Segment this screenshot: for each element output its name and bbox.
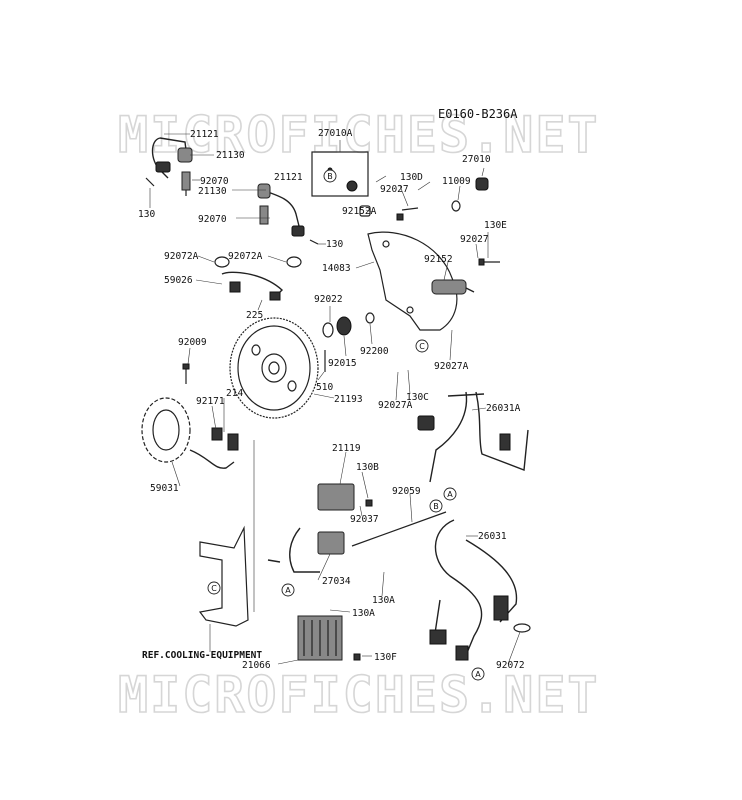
part-label: 92152 — [424, 254, 453, 265]
rod-92059 — [351, 511, 447, 547]
part-label: 92037 — [350, 514, 379, 525]
part-label: 130C — [406, 392, 429, 403]
part-label: 92070 — [200, 176, 229, 187]
ref-markers: B C A B C A A — [207, 169, 485, 681]
svg-text:A: A — [475, 670, 481, 679]
part-label: 21121 — [274, 172, 303, 183]
ref-marker: B — [429, 499, 443, 513]
part-label: 21130 — [198, 186, 227, 197]
part-label: 26031 — [478, 531, 507, 542]
part-label: 92027A — [434, 361, 469, 372]
part-label: 92015 — [328, 358, 357, 369]
ref-marker: A — [281, 583, 295, 597]
ref-note: REF.COOLING-EQUIPMENT — [142, 650, 262, 661]
part-label: 92009 — [178, 337, 207, 348]
switch-right — [451, 177, 489, 212]
part-label: 130F — [374, 652, 397, 663]
ref-marker: C — [415, 339, 429, 353]
flywheel-hardware — [322, 312, 375, 338]
part-label: 92152A — [342, 206, 377, 217]
part-label: 27034 — [322, 576, 351, 587]
ref-marker: B — [323, 169, 337, 183]
cdi-unit — [253, 440, 373, 612]
ref-marker: A — [443, 487, 457, 501]
ref-marker: C — [207, 581, 221, 595]
part-label: 214 — [226, 388, 243, 399]
part-label: 11009 — [442, 176, 471, 187]
part-label: 130E — [484, 220, 507, 231]
svg-text:B: B — [433, 502, 439, 511]
part-label: 130 — [326, 239, 343, 250]
part-labels: 21121 21130 92070 130 27010A 130D 27010 … — [138, 128, 525, 671]
lead-59026 — [221, 271, 284, 301]
stator — [141, 397, 239, 469]
flywheel — [229, 317, 319, 419]
svg-text:A: A — [285, 586, 291, 595]
part-label: 26031A — [486, 403, 521, 414]
part-label: 92059 — [392, 486, 421, 497]
part-label: 92171 — [196, 396, 225, 407]
part-label: 92027 — [460, 234, 489, 245]
part-label: 130 — [138, 209, 155, 220]
svg-text:C: C — [211, 584, 217, 593]
part-label: 130D — [400, 172, 423, 183]
part-label: 92072A — [228, 251, 263, 262]
svg-text:C: C — [419, 342, 425, 351]
part-label: 21193 — [334, 394, 363, 405]
part-label: 92072 — [496, 660, 525, 671]
part-label: 225 — [246, 310, 263, 321]
svg-text:B: B — [327, 172, 333, 181]
part-label: 21121 — [190, 129, 219, 140]
ignition-lead-upper — [145, 137, 193, 196]
part-label: 92200 — [360, 346, 389, 357]
rectifier-21066 — [297, 615, 361, 661]
part-label: 21119 — [332, 443, 361, 454]
part-label: 130B — [356, 462, 379, 473]
harness-26031A — [417, 391, 529, 483]
part-label: 27010A — [318, 128, 353, 139]
part-label: 92027 — [380, 184, 409, 195]
harness-26031 — [429, 519, 531, 661]
part-label: 59026 — [164, 275, 193, 286]
part-label: 27010 — [462, 154, 491, 165]
part-label: 92070 — [198, 214, 227, 225]
part-label: 130A — [352, 608, 375, 619]
part-label: 14083 — [322, 263, 351, 274]
ref-marker: A — [471, 667, 485, 681]
regulator-27034 — [267, 527, 345, 573]
part-label: 59031 — [150, 483, 179, 494]
part-label: 130A — [372, 595, 395, 606]
part-label: 92022 — [314, 294, 343, 305]
mounting-bracket — [198, 525, 249, 627]
svg-text:A: A — [447, 490, 453, 499]
diagram-code: E0160-B236A — [438, 107, 518, 121]
part-label: 92027A — [378, 400, 413, 411]
pickup-coil — [431, 279, 475, 295]
part-label: 510 — [316, 382, 333, 393]
part-label: 92072A — [164, 251, 199, 262]
watermark-bottom: MICROFICHES.NET — [118, 666, 600, 724]
leader-lines — [149, 133, 521, 665]
ignition-lead-lower — [257, 183, 319, 245]
part-label: 21066 — [242, 660, 271, 671]
small-bolts-left — [182, 350, 326, 384]
bolts-upper — [359, 205, 500, 266]
part-label: 21130 — [216, 150, 245, 161]
clamps-92072A — [214, 256, 302, 268]
